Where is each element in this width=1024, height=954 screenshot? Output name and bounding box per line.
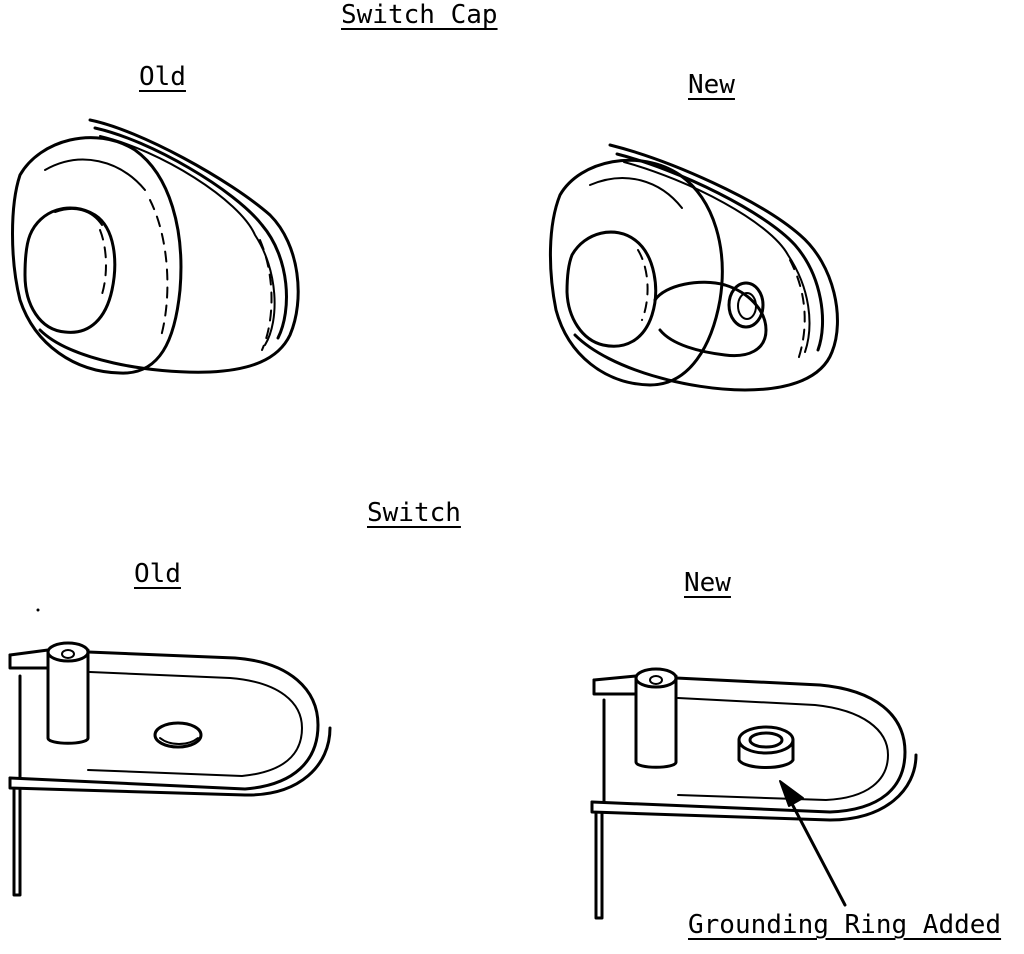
old-switch-drawing <box>8 608 332 897</box>
old-switch-cap-drawing <box>11 118 300 375</box>
new-switch-drawing <box>590 667 918 920</box>
switch-cap-title: Switch Cap <box>341 0 498 30</box>
switch-cap-new-label: New <box>688 70 735 100</box>
new-switch-cap-drawing <box>548 143 839 392</box>
switch-new-label: New <box>684 568 731 598</box>
switch-cap-old-label: Old <box>139 62 186 92</box>
switch-title: Switch <box>367 498 461 528</box>
grounding-ring-callout: Grounding Ring Added <box>688 910 1002 940</box>
switch-old-label: Old <box>134 559 181 589</box>
